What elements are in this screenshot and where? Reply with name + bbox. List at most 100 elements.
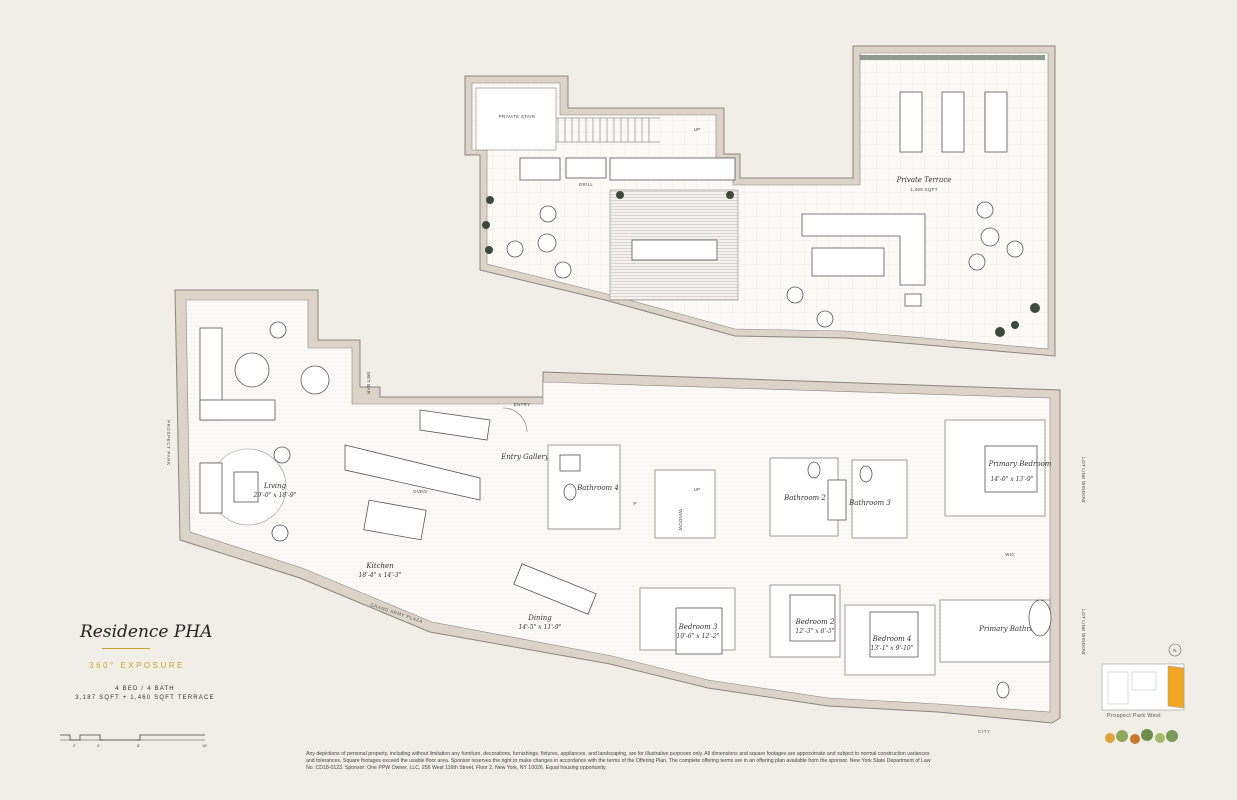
main-level: Living 29'-0" x 18'-9" WET BAR OVEN Kitc… bbox=[166, 289, 1086, 734]
terrace-chair bbox=[976, 201, 994, 219]
primary-bathroom-label: Primary Bathroom bbox=[978, 625, 1045, 633]
terrace-chair bbox=[786, 286, 804, 304]
bathroom4-sink bbox=[559, 454, 581, 472]
living-coffee-table-2 bbox=[233, 471, 259, 503]
bathroom2-tub bbox=[827, 479, 847, 521]
bathroom4-toilet bbox=[563, 483, 577, 501]
private-stair-area bbox=[475, 87, 557, 151]
primary-bed bbox=[984, 445, 1038, 493]
living-armchair bbox=[271, 524, 289, 542]
wet-bar-label: WET BAR bbox=[366, 372, 371, 395]
primary-bathtub bbox=[1028, 599, 1052, 637]
bedroom2-bed bbox=[789, 594, 836, 642]
oven-label: OVEN bbox=[413, 489, 427, 494]
private-stair-label: PRIVATE STAIR bbox=[499, 114, 536, 119]
keyplan-label: Prospect Park West bbox=[1107, 713, 1161, 719]
outdoor-coffee-table bbox=[811, 247, 885, 277]
outdoor-sink bbox=[519, 157, 561, 181]
outdoor-dining-table bbox=[631, 239, 718, 261]
bedroom4-size: 13'-1" x 9'-10" bbox=[871, 645, 914, 652]
bedroom3-bed bbox=[675, 607, 723, 655]
terrace-ottoman bbox=[904, 293, 922, 307]
bedroom3-label: Bedroom 3 bbox=[678, 623, 718, 631]
terrace-bistro-table bbox=[980, 227, 1000, 247]
terrace-chair bbox=[554, 261, 572, 279]
living-sofa-chaise bbox=[199, 399, 276, 421]
entry-label: ENTRY bbox=[514, 402, 531, 407]
dining-label: Dining bbox=[527, 614, 552, 622]
bedroom2-size: 12'-3" x 8'-5" bbox=[795, 628, 834, 635]
residence-info: Residence PHA 360° EXPOSURE 4 BED / 4 BA… bbox=[60, 622, 230, 701]
bedroom2-label: Bedroom 2 bbox=[795, 618, 835, 626]
planter-plants bbox=[482, 55, 1045, 337]
bedroom3-size: 10'-6" x 12'-2" bbox=[677, 633, 720, 640]
interior-stair bbox=[654, 469, 716, 539]
dining-room: Dining 14'-5" x 11'-9" bbox=[513, 563, 597, 631]
primary-bedroom-size: 14'-0" x 13'-9" bbox=[991, 476, 1034, 483]
grill bbox=[565, 157, 607, 179]
north-arrow-icon bbox=[1168, 643, 1182, 657]
stair-up-label: UP bbox=[694, 127, 701, 132]
primary-bedroom-label: Primary Bedroom bbox=[988, 460, 1052, 468]
dining-table bbox=[513, 563, 597, 615]
living-coffee-table bbox=[234, 352, 270, 388]
kitchen-island bbox=[363, 499, 427, 541]
interior-stair-up: UP bbox=[694, 487, 701, 492]
bathroom2-toilet bbox=[807, 461, 821, 479]
outdoor-sectional-sofa bbox=[801, 213, 926, 286]
terrace-chair bbox=[539, 205, 557, 223]
bathroom2-label: Bathroom 2 bbox=[783, 494, 826, 502]
terrace-chair bbox=[506, 240, 524, 258]
terrace-label: Private Terrace bbox=[896, 176, 952, 184]
living-size: 29'-0" x 18'-9" bbox=[253, 492, 297, 499]
pantry-label: P bbox=[633, 501, 636, 506]
lot-line-window-label-2: LOT LINE WINDOW bbox=[1081, 609, 1086, 655]
scale-tick-2: 4' bbox=[97, 743, 100, 748]
bedroom4-label: Bedroom 4 bbox=[872, 635, 912, 643]
entry-door bbox=[502, 407, 528, 433]
scale-bar: 2' 4' 8' 16' bbox=[60, 734, 207, 748]
terrace-level: PRIVATE STAIR UP GRILL Private Terrace bbox=[464, 45, 1056, 357]
bathroom3-toilet bbox=[859, 465, 873, 483]
kitchen: OVEN Kitchen 18'-4" x 14'-3" bbox=[344, 409, 491, 579]
living-label: Living bbox=[263, 482, 287, 490]
residence-title: Residence PHA bbox=[80, 622, 213, 642]
keyplan-unit-highlight bbox=[1167, 665, 1185, 709]
scale-tick-1: 2' bbox=[73, 743, 76, 748]
living-armchair bbox=[269, 321, 287, 339]
area-summary: 3,187 SQFT + 1,460 SQFT TERRACE bbox=[75, 695, 215, 701]
primary-toilet bbox=[996, 681, 1010, 699]
kitchen-label: Kitchen bbox=[365, 562, 394, 570]
legal-disclaimer: Any depictions of personal property, inc… bbox=[306, 751, 931, 772]
terrace-chair bbox=[816, 310, 834, 328]
terrace-side-table bbox=[537, 233, 557, 253]
street-prospect-park: PROSPECT PARK bbox=[166, 420, 171, 466]
north-label: N bbox=[1173, 648, 1177, 653]
scale-tick-4: 16' bbox=[202, 743, 207, 748]
outdoor-kitchen-counter bbox=[609, 157, 736, 181]
terrace-size: 1,460 SQFT bbox=[910, 187, 938, 192]
terrace-chair bbox=[968, 253, 986, 271]
bathroom4-label: Bathroom 4 bbox=[576, 484, 619, 492]
living-round-table bbox=[300, 365, 330, 395]
lounge-chair-3 bbox=[984, 91, 1008, 153]
entry-gallery-label: Entry Gallery bbox=[500, 453, 550, 461]
grill-label: GRILL bbox=[579, 182, 594, 187]
stair-window-label: WINDOW bbox=[678, 509, 683, 531]
bedroom4-bed bbox=[869, 611, 919, 658]
living-sofa-2 bbox=[199, 462, 223, 514]
lounge-chair-2 bbox=[941, 91, 965, 153]
title-divider bbox=[102, 648, 150, 649]
living-armchair bbox=[273, 446, 291, 464]
dining-size: 14'-5" x 11'-9" bbox=[519, 624, 562, 631]
key-plan: N bbox=[1101, 643, 1185, 744]
kitchen-counter bbox=[344, 444, 481, 501]
bathroom3-label: Bathroom 3 bbox=[848, 499, 891, 507]
stair-steps bbox=[556, 117, 660, 143]
wine-storage bbox=[419, 409, 491, 441]
scale-tick-3: 8' bbox=[137, 743, 140, 748]
bed-bath-count: 4 BED / 4 BATH bbox=[115, 686, 175, 692]
living-room: Living 29'-0" x 18'-9" WET BAR bbox=[199, 321, 371, 542]
lounge-chair-1 bbox=[899, 91, 923, 153]
terrace-chair bbox=[1006, 240, 1024, 258]
